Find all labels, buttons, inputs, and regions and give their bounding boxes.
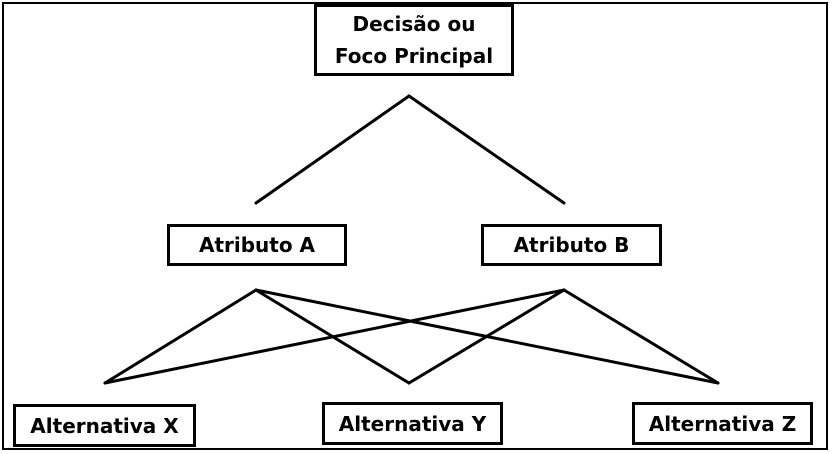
node-alternative-x: Alternativa X	[13, 404, 196, 447]
node-decision-line2: Foco Principal	[334, 44, 494, 68]
node-attribute-a: Atributo A	[167, 224, 347, 266]
edge-attribute-b-to-alternative-z	[562, 288, 720, 385]
node-decision-line1: Decisão ou	[352, 12, 476, 36]
node-alternative-y: Alternativa Y	[322, 402, 503, 445]
edge-root-to-attribute-b	[407, 94, 566, 205]
edge-attribute-a-to-alternative-x	[103, 288, 258, 385]
edge-attribute-b-to-alternative-x	[103, 288, 566, 385]
node-attribute-b: Atributo B	[481, 224, 662, 266]
edge-attribute-b-to-alternative-y	[407, 288, 566, 385]
node-alternative-z: Alternativa Z	[632, 402, 813, 445]
edge-root-to-attribute-a	[254, 94, 411, 205]
node-decision: Decisão ou Foco Principal	[314, 4, 514, 76]
